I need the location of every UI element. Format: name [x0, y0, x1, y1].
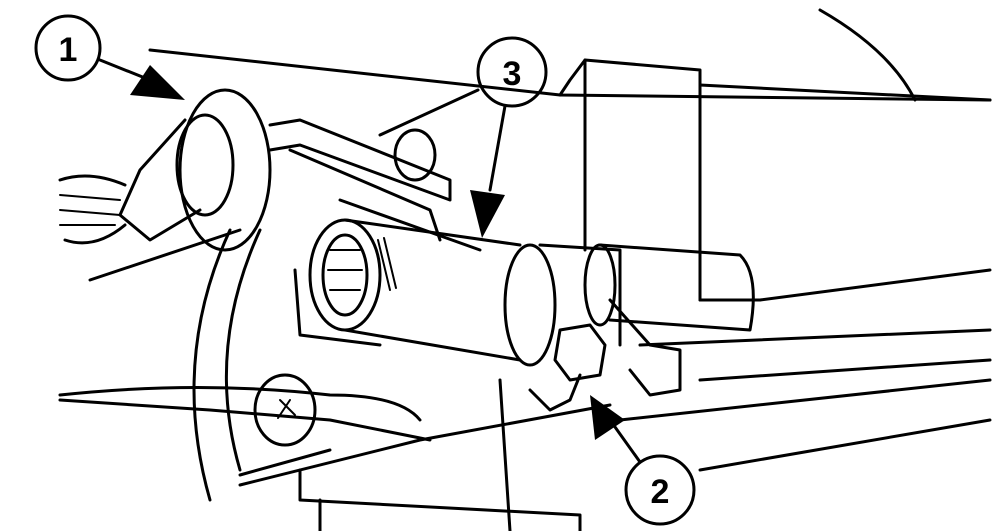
arrow-icon: [590, 395, 625, 440]
knob: [58, 88, 272, 252]
callout-3: 3: [378, 36, 548, 238]
callout-label-3: 3: [503, 55, 522, 93]
callout-label-2: 2: [651, 473, 670, 511]
callout-2: 2: [590, 395, 696, 526]
housing-lines: [58, 8, 992, 531]
callout-1: 1: [34, 14, 185, 100]
callout-label-1: 1: [59, 31, 78, 69]
arrow-icon: [470, 190, 505, 238]
bolt: [253, 298, 682, 447]
arrow-icon: [130, 65, 185, 100]
bracket: [268, 118, 482, 252]
